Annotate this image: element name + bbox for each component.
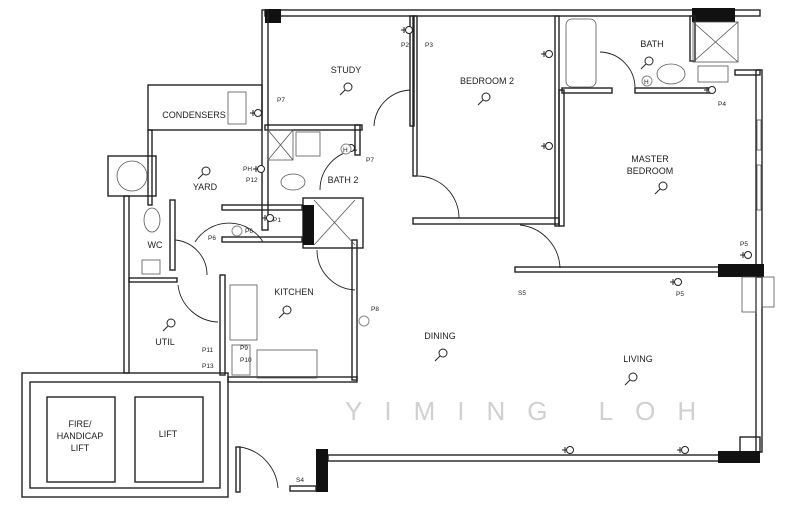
room-bath-2: BATH 2 (328, 175, 359, 185)
room-kitchen: KITCHEN (274, 287, 314, 297)
room-living: LIVING (623, 354, 653, 364)
point-p2: P2 (401, 42, 409, 49)
room-wc: WC (148, 240, 163, 250)
room-dining: DINING (424, 331, 456, 341)
heater-icon (358, 315, 370, 327)
heater-icon (340, 143, 352, 155)
socket-icons (249, 26, 752, 454)
room-master-line2: BEDROOM (627, 166, 674, 176)
room-study: STUDY (331, 65, 362, 75)
watermark: YIMING LOH (345, 396, 718, 426)
room-yard: YARD (193, 182, 218, 192)
light-icons (162, 56, 668, 386)
point-p4: P4 (718, 101, 726, 108)
point-p7-a: P7 (277, 97, 285, 104)
point-p13: P13 (202, 363, 214, 370)
heater-icon (641, 75, 653, 87)
point-p3: P3 (425, 42, 433, 49)
walls (21, 8, 775, 498)
lift-fire-line3: LIFT (71, 443, 90, 453)
lift-fire-line1: FIRE/ (68, 419, 92, 429)
room-condensers: CONDENSERS (162, 110, 226, 120)
room-master-line1: MASTER (631, 154, 669, 164)
point-p12: P12 (246, 177, 258, 184)
point-s5: S5 (518, 290, 526, 297)
heater-icon (231, 225, 243, 237)
heater-label: H (343, 147, 348, 154)
point-p5-a: P5 (740, 241, 748, 248)
room-bedroom-2: BEDROOM 2 (460, 76, 514, 86)
point-p5-b: P5 (676, 291, 684, 298)
room-util: UTIL (155, 337, 175, 347)
point-p11: P11 (202, 347, 213, 354)
point-p6-b: P6 (245, 228, 253, 235)
point-p9: P9 (240, 345, 248, 352)
point-s4: S4 (296, 477, 304, 484)
point-ph: PH (243, 166, 252, 173)
heater-label: H (644, 79, 649, 86)
room-lift: LIFT (159, 429, 178, 439)
point-p10: P10 (240, 357, 252, 364)
doors[interactable] (174, 51, 636, 489)
point-p8: P8 (371, 306, 379, 313)
lift-fire-line2: HANDICAP (57, 431, 104, 441)
point-p7-b: P7 (366, 157, 374, 164)
point-p1: P1 (273, 217, 281, 224)
point-p6-a: P6 (208, 235, 216, 242)
room-bath: BATH (640, 39, 663, 49)
